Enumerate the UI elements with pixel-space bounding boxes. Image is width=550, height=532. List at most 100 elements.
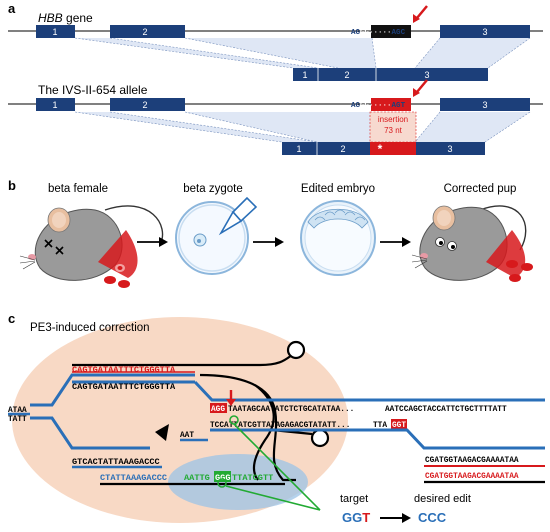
edit-marker-icon [217,478,227,488]
splice-shade-6 [415,112,530,142]
splice-shade-5 [185,112,371,142]
pegrna-stem [199,373,296,482]
splice-shade-2 [185,38,376,68]
seq-tta: TTA [373,422,387,430]
arrow-right-icon [275,237,284,247]
mouse-sick-icon [19,205,164,288]
target-seq: GGT [342,510,370,525]
arrow-right-icon [402,513,411,523]
allele-exon-2 [110,98,185,111]
ggt-highlight [391,419,407,429]
insertion-box [369,111,417,143]
aberrant-insertion [370,142,416,155]
splice-shade-4 [75,112,317,142]
exon-3 [440,25,530,38]
agg-highlight [210,403,227,413]
panel-c: c PE3-induced correction CAGTGATAATTTCTG… [8,311,545,525]
dash-line [74,37,294,69]
desired-edit-seq: CCC [418,510,447,525]
exon-label: 1 [296,144,301,154]
nickase-blob [168,454,308,510]
exon-label: 1 [52,27,57,37]
exon-label: 1 [302,70,307,80]
exon-2 [110,25,185,38]
insertion-label: insertion [378,115,408,124]
red-arrow-icon [413,14,420,23]
panel-a: a HBB gene 1 2 3 AGGG·····AGC 1 2 3 [8,1,543,156]
dash-line [414,111,441,143]
splice-shade-3 [415,38,530,68]
splice-seq-2: AGGG·····AGT [351,102,406,110]
seq-ggg: GGG [215,473,230,483]
exon-label: 2 [344,70,349,80]
seq-left-top: ATAA [8,407,27,415]
target-label: target [340,493,368,505]
dna-bottom-left [30,416,150,450]
dna-bottom-right [210,428,545,450]
aberrant-exon-2 [317,142,370,155]
exon-label: 3 [482,27,487,37]
splice-seq-1: AGGG·····AGC [351,29,406,37]
step-label-corrected-pup: Corrected pup [444,183,517,195]
exon-label: 2 [142,27,147,37]
injection-pipette-icon [218,196,258,236]
embryo-icon [300,200,376,276]
seq-right-low-1: CGATGGTAAGACGAAAATAA [425,457,519,465]
seq-black-top: CAGTGATAATTTCTGGGTTA [72,382,176,392]
dash-line [109,37,319,69]
seq-right-low-2: CGATGGTAAGACGAAAATAA [425,473,519,481]
mrna-exon-3 [376,68,488,81]
mouse-healthy-icon [411,205,533,282]
seq-middle-bot: TCCATTATCGTTATAGAGACGTATATT... [210,422,350,430]
panel-b-letter: b [8,178,16,193]
hbb-gene-title: HBB gene [38,11,93,25]
nick-arrow-icon [226,399,236,406]
insertion-length: 73 nt [384,126,403,135]
ggg-highlight [214,471,231,482]
exon-1 [36,25,75,38]
aberrant-exon-1 [282,142,317,155]
splice-shade-1 [75,38,318,68]
pointer-line [233,423,321,511]
cut-triangle-icon [155,424,169,441]
pointer-line [225,485,321,511]
mrna-exon-2 [318,68,376,81]
pe3-title: PE3-induced correction [30,322,150,334]
exon-label: 2 [142,100,147,110]
dna-strand-top [30,373,195,407]
dna-middle-top [193,380,545,402]
seq-middle-top: TAATAGCAATATCTCTGCATATAA... [228,406,354,414]
aberrant-exon-3 [416,142,485,155]
seq-green-mid: AATTG [184,473,210,483]
seq-lower-left: GTCACTATTAAAGACCC [72,457,160,467]
loop-icon [286,340,306,360]
seq-green-blue: CTATTAAAGACCC [100,473,167,483]
dash-line [487,37,531,69]
exon-label: 1 [52,100,57,110]
exon-label: 2 [340,144,345,154]
arrow-line [416,5,428,19]
red-arrow-icon [413,88,420,97]
seq-agg: AGG [211,406,225,414]
splice-site-box [371,25,411,38]
allele-exon-3 [440,98,530,111]
dash-line [184,111,318,143]
panel-b: b beta female beta zygote Edited embryo … [8,178,533,288]
seq-green-end: TTATCGTT [232,473,273,483]
allele-title: The IVS-II-654 allele [38,83,148,97]
dash-line [371,37,377,69]
seq-red-top: CAGTGATAATTTCTGGGTTA [72,365,176,375]
seq-ggt: GGT [392,422,406,430]
dash-line [184,37,339,69]
exon-label: 3 [482,100,487,110]
arrow-right-icon [159,237,168,247]
step-label-beta-zygote: beta zygote [183,183,242,195]
exon-label: 3 [447,144,452,154]
insertion-site [371,98,411,111]
panel-c-letter: c [8,311,15,326]
arrow-right-icon [402,237,411,247]
allele-exon-1 [36,98,75,111]
seq-aat: AAT [180,432,194,440]
